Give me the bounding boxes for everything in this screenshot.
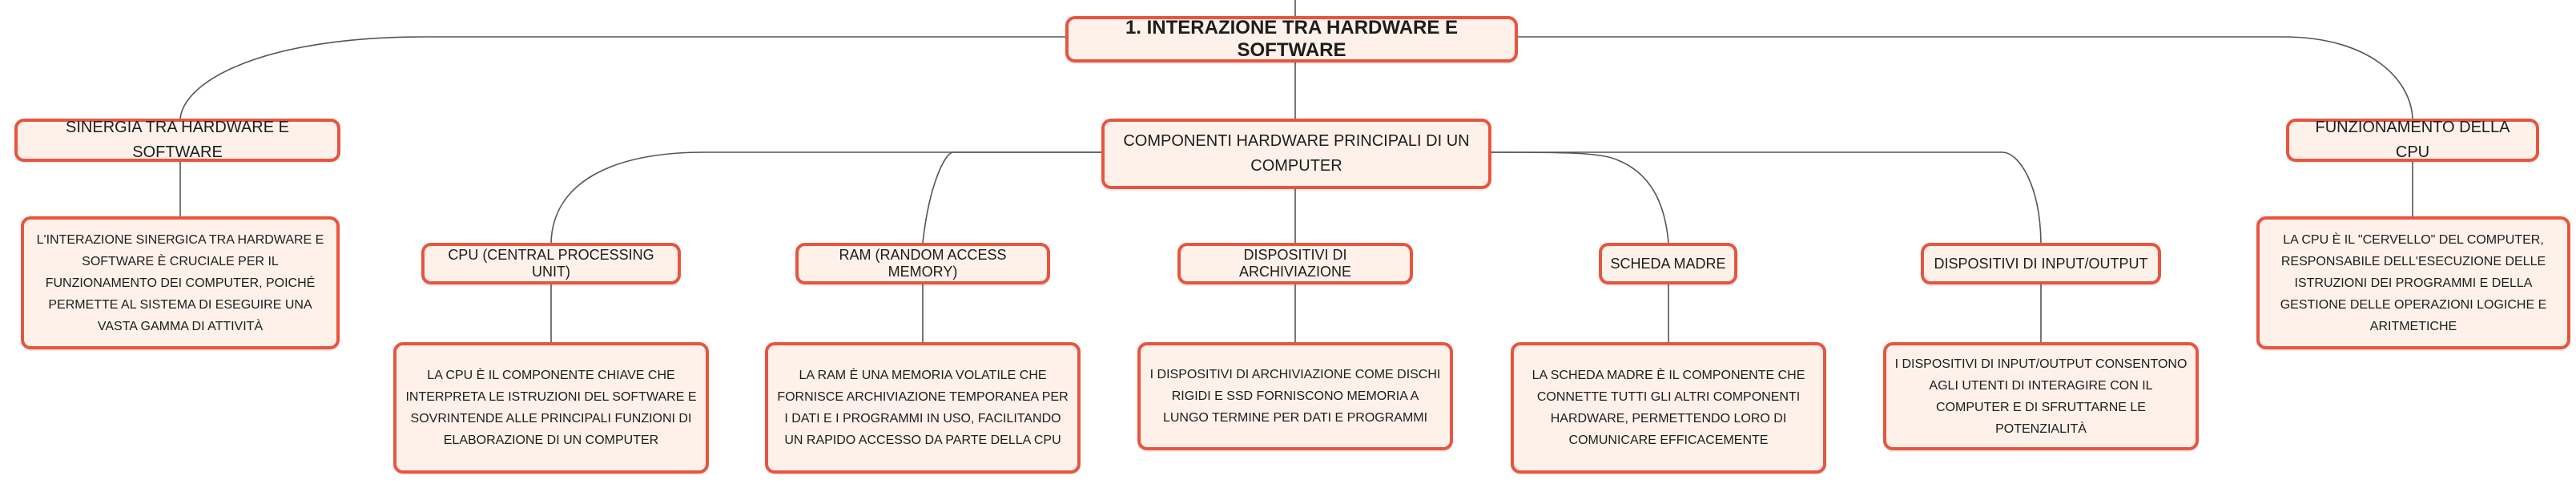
leaf-funzionamento-text: LA CPU È IL "CERVELLO" DEL COMPUTER, RES… <box>2280 232 2547 333</box>
node-sinergia-label: SINERGIA TRA HARDWARE E SOFTWARE <box>66 119 289 161</box>
node-ram-label: RAM (RANDOM ACCESS MEMORY) <box>839 247 1007 280</box>
leaf-funzionamento[interactable]: LA CPU È IL "CERVELLO" DEL COMPUTER, RES… <box>2256 216 2570 349</box>
connector-componenti-scheda <box>1491 151 1669 244</box>
leaf-scheda-text: LA SCHEDA MADRE È IL COMPONENTE CHE CONN… <box>1532 369 1805 447</box>
node-scheda-label: SCHEDA MADRE <box>1610 255 1726 272</box>
node-io-label: DISPOSITIVI DI INPUT/OUTPUT <box>1934 255 2148 272</box>
leaf-archiviazione[interactable]: I DISPOSITIVI DI ARCHIVIAZIONE COME DISC… <box>1137 342 1453 450</box>
node-io[interactable]: DISPOSITIVI DI INPUT/OUTPUT <box>1921 243 2161 284</box>
root-node[interactable]: 1. INTERAZIONE TRA HARDWARE E SOFTWARE <box>1065 16 1518 63</box>
node-funzionamento-label: FUNZIONAMENTO DELLA CPU <box>2315 119 2510 161</box>
node-ram[interactable]: RAM (RANDOM ACCESS MEMORY) <box>795 243 1050 284</box>
connector-root-funzionamento <box>1518 36 2413 119</box>
connector-root-sinergia <box>179 36 1065 119</box>
leaf-sinergia-text: L'INTERAZIONE SINERGICA TRA HARDWARE E S… <box>36 232 324 333</box>
leaf-io[interactable]: I DISPOSITIVI DI INPUT/OUTPUT CONSENTONO… <box>1883 342 2199 450</box>
root-label: 1. INTERAZIONE TRA HARDWARE E SOFTWARE <box>1125 17 1459 61</box>
node-componenti-label: COMPONENTI HARDWARE PRINCIPALI DI UN COM… <box>1123 132 1470 175</box>
connector-componenti-io <box>1491 151 2042 244</box>
connector-componenti-cpu <box>550 151 1101 244</box>
node-cpu-label: CPU (CENTRAL PROCESSING UNIT) <box>448 247 654 280</box>
leaf-cpu-text: LA CPU È IL COMPONENTE CHIAVE CHE INTERP… <box>405 369 697 447</box>
node-componenti[interactable]: COMPONENTI HARDWARE PRINCIPALI DI UN COM… <box>1101 119 1491 189</box>
leaf-ram-text: LA RAM È UNA MEMORIA VOLATILE CHE FORNIS… <box>777 369 1069 447</box>
leaf-sinergia[interactable]: L'INTERAZIONE SINERGICA TRA HARDWARE E S… <box>21 216 340 349</box>
leaf-cpu[interactable]: LA CPU È IL COMPONENTE CHIAVE CHE INTERP… <box>393 342 709 474</box>
node-funzionamento[interactable]: FUNZIONAMENTO DELLA CPU <box>2286 119 2539 162</box>
connector-componenti-ram <box>922 151 1101 244</box>
leaf-archiviazione-text: I DISPOSITIVI DI ARCHIVIAZIONE COME DISC… <box>1149 368 1441 425</box>
node-archiviazione-label: DISPOSITIVI DI ARCHIVIAZIONE <box>1238 247 1352 280</box>
node-cpu[interactable]: CPU (CENTRAL PROCESSING UNIT) <box>421 243 681 284</box>
node-archiviazione[interactable]: DISPOSITIVI DI ARCHIVIAZIONE <box>1177 243 1413 284</box>
leaf-ram[interactable]: LA RAM È UNA MEMORIA VOLATILE CHE FORNIS… <box>765 342 1081 474</box>
node-scheda[interactable]: SCHEDA MADRE <box>1599 243 1737 284</box>
leaf-io-text: I DISPOSITIVI DI INPUT/OUTPUT CONSENTONO… <box>1894 357 2188 436</box>
leaf-scheda[interactable]: LA SCHEDA MADRE È IL COMPONENTE CHE CONN… <box>1511 342 1826 474</box>
node-sinergia[interactable]: SINERGIA TRA HARDWARE E SOFTWARE <box>14 119 340 162</box>
